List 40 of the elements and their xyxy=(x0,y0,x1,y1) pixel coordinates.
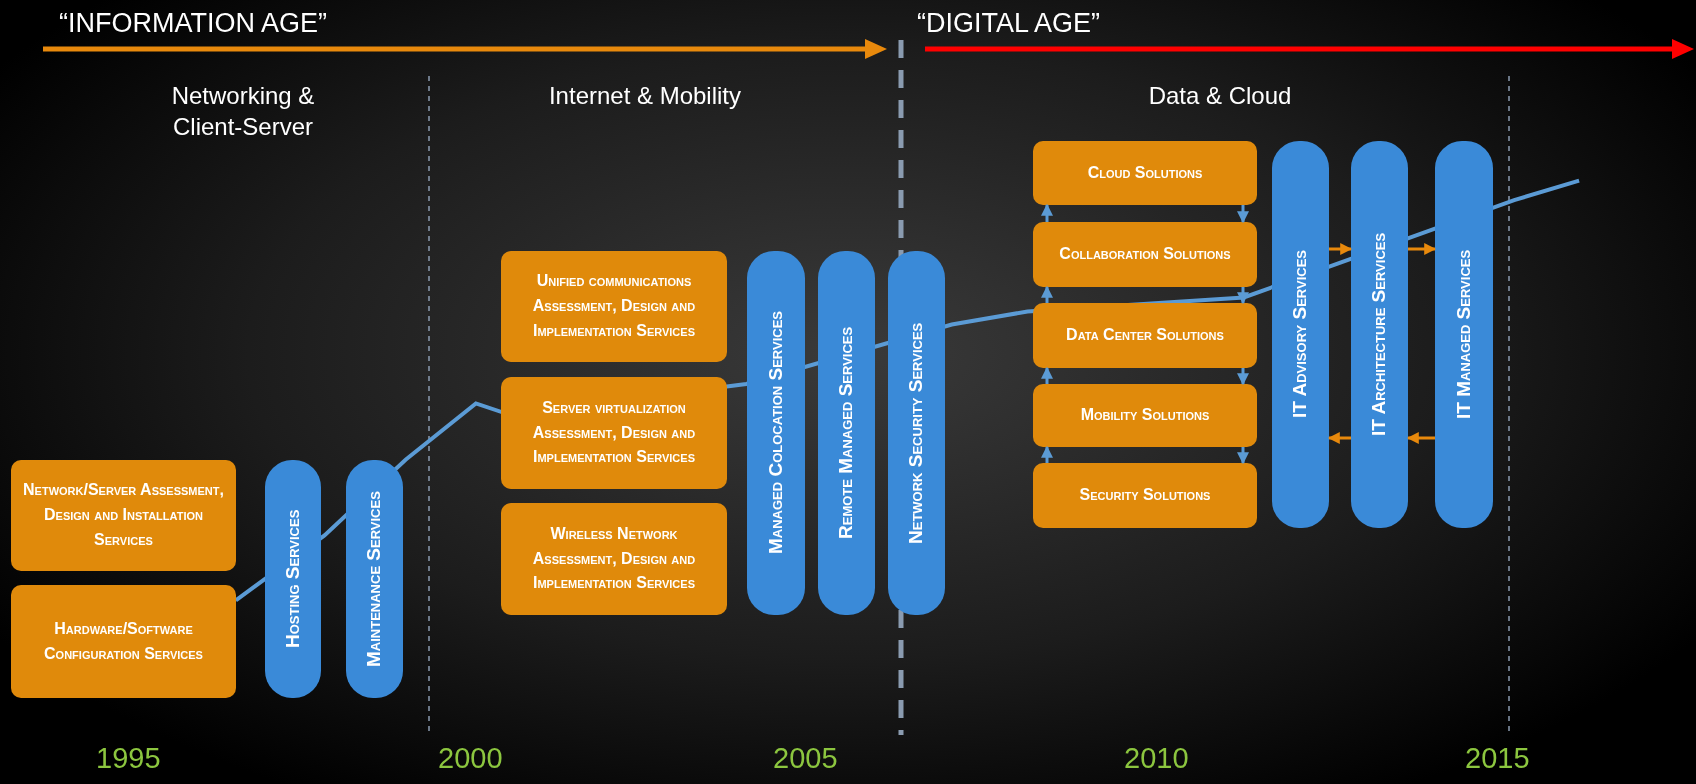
service-box: Data Center Solutions xyxy=(1033,303,1257,368)
arrow xyxy=(1237,287,1249,305)
service-pill: Managed Colocation Services xyxy=(747,251,805,615)
service-pill: Hosting Services xyxy=(265,460,321,698)
service-box: Mobility Solutions xyxy=(1033,384,1257,447)
arrow xyxy=(1408,243,1437,255)
arrow xyxy=(1041,203,1053,222)
arrow xyxy=(1041,445,1053,463)
arrow xyxy=(1041,366,1053,384)
era-heading: “DIGITAL AGE” xyxy=(917,8,1101,39)
service-box: Security Solutions xyxy=(1033,463,1257,528)
service-box: Hardware/Software Configuration Services xyxy=(11,585,236,698)
arrow xyxy=(1406,432,1435,444)
arrow xyxy=(1237,447,1249,465)
service-pill: Maintenance Services xyxy=(346,460,403,698)
year-label: 1995 xyxy=(96,742,161,775)
arrow xyxy=(1327,432,1351,444)
service-box: Wireless Network Assessment, Design and Implementation Services xyxy=(501,503,727,615)
period-heading: Data & Cloud xyxy=(1147,81,1293,111)
arrow xyxy=(1237,368,1249,386)
service-pill: IT Architecture Services xyxy=(1351,141,1408,528)
year-label: 2005 xyxy=(773,742,838,775)
arrow xyxy=(1329,243,1353,255)
service-pill: Remote Managed Services xyxy=(818,251,875,615)
arrow xyxy=(1237,205,1249,224)
service-box: Server virtualization Assessment, Design and Implementation Services xyxy=(501,377,727,489)
year-label: 2000 xyxy=(438,742,503,775)
service-box: Network/Server Assessment, Design and Installation Services xyxy=(11,460,236,571)
period-heading: Networking & Client-Server xyxy=(170,81,316,143)
service-pill: IT Managed Services xyxy=(1435,141,1493,528)
year-label: 2015 xyxy=(1465,742,1530,775)
service-box: Unified communications Assessment, Design and Implementation Services xyxy=(501,251,727,362)
period-heading: Internet & Mobility xyxy=(547,81,743,111)
service-box: Cloud Solutions xyxy=(1033,141,1257,205)
year-label: 2010 xyxy=(1124,742,1189,775)
service-box: Collaboration Solutions xyxy=(1033,222,1257,287)
arrow xyxy=(1041,285,1053,303)
service-pill: IT Advisory Services xyxy=(1272,141,1329,528)
service-pill: Network Security Services xyxy=(888,251,945,615)
era-heading: “INFORMATION AGE” xyxy=(59,8,327,39)
